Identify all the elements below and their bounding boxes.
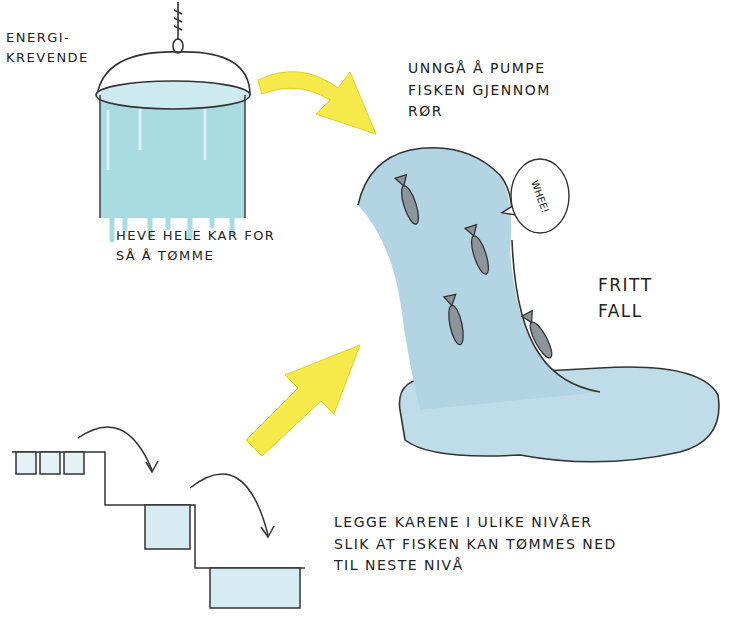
note-text: FRITT FALL: [598, 272, 693, 325]
hook: [173, 2, 183, 53]
yellow-arrow: [246, 345, 360, 456]
yellow-arrow: [258, 72, 376, 134]
bubble-text: WHEE!: [529, 178, 551, 214]
note-text: LEGGE KARENE I ULIKE NIVÅER SLIK AT FISK…: [334, 512, 634, 577]
waterfall: [358, 148, 600, 410]
note-text: UNNGÅ Å PUMPE FISKEN GJENNOM RØR: [408, 58, 578, 123]
note-text: ENERGI- KREVENDE: [6, 28, 94, 68]
tub-stairs: [12, 427, 305, 608]
note-text: HEVE HELE KAR FOR SÅ Å TØMME: [116, 226, 276, 266]
speech-bubble: WHEE!: [510, 158, 570, 234]
lifted-tub: [96, 52, 250, 240]
